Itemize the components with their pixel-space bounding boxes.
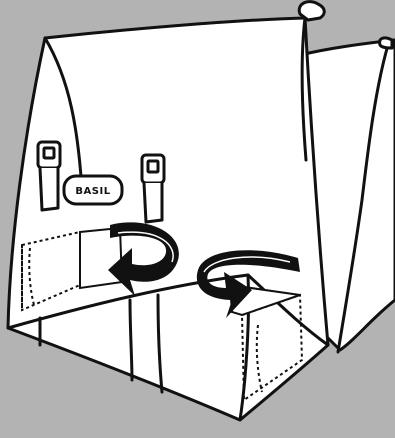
logo-text: BASIL	[75, 186, 110, 197]
front-bag	[8, 2, 328, 420]
hook-strap-left	[38, 142, 60, 210]
left-insert-flap	[80, 228, 122, 288]
rear-bag-strap	[380, 38, 392, 48]
front-bag-body	[8, 18, 328, 420]
brand-logo: BASIL	[64, 176, 122, 204]
top-strap	[299, 2, 324, 20]
hook-strap-right	[142, 155, 164, 222]
